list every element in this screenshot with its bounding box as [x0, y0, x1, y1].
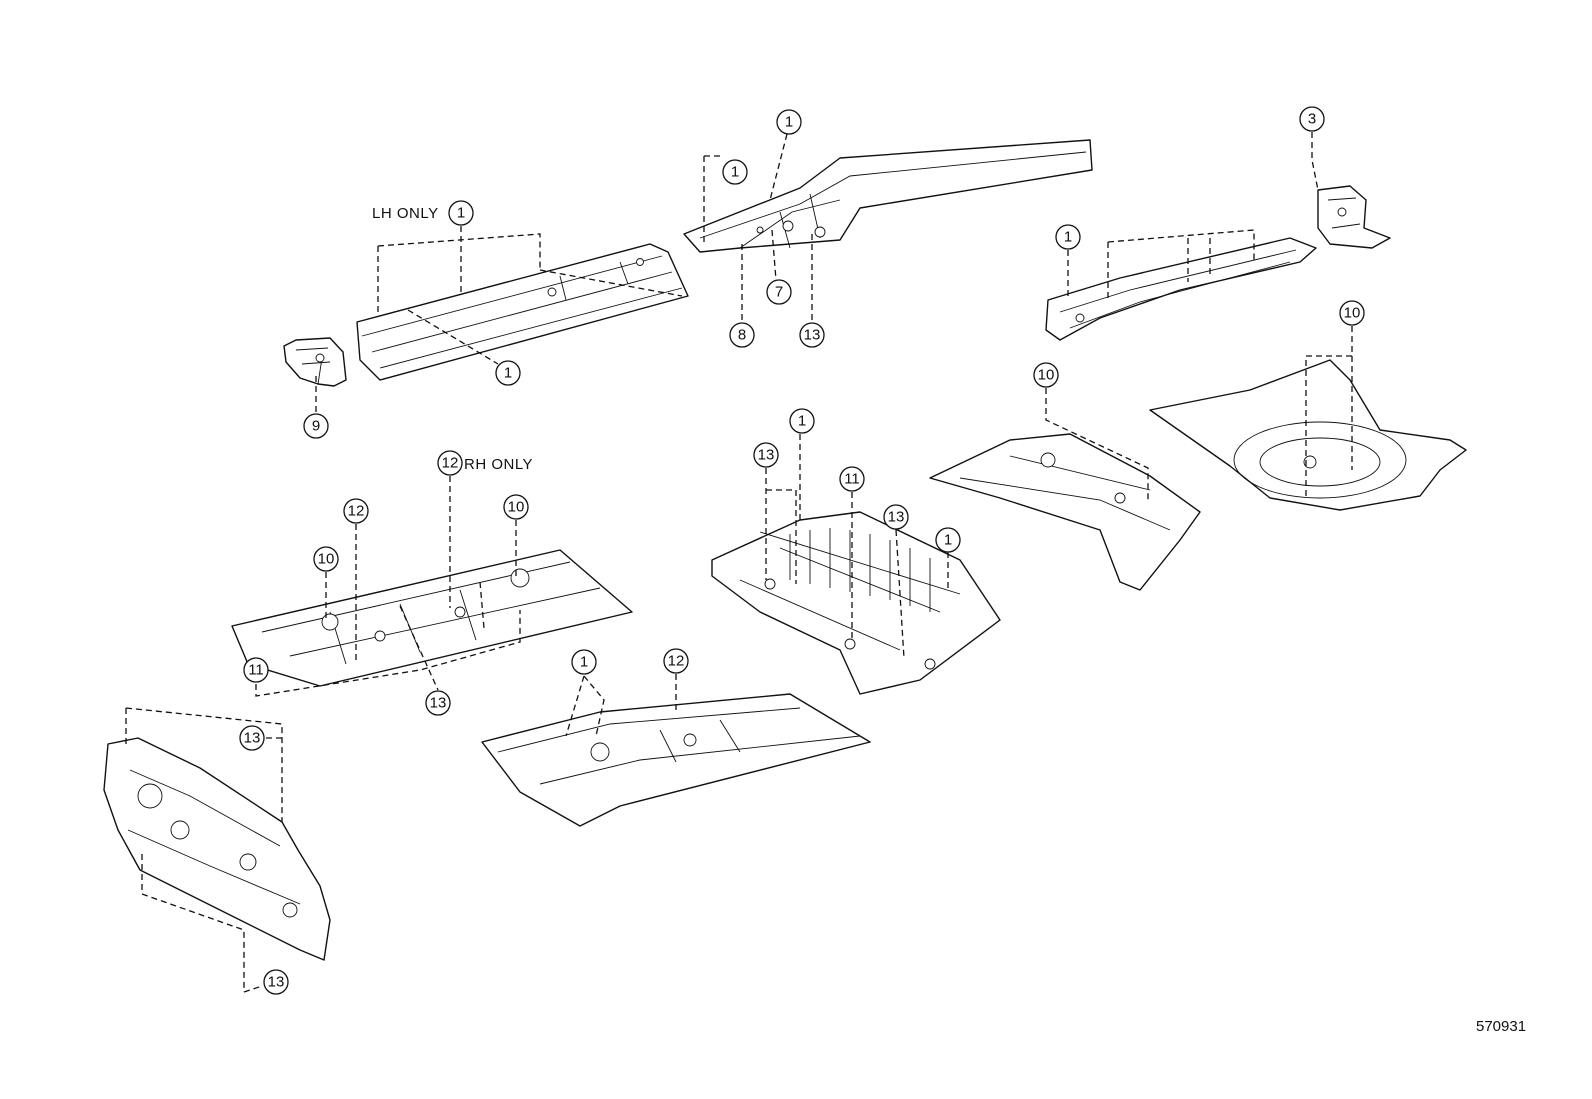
callout-11[interactable]: 11 [243, 657, 269, 683]
callout-1[interactable]: 1 [789, 408, 815, 434]
svg-text:13: 13 [888, 509, 905, 526]
svg-text:1: 1 [504, 365, 512, 382]
callout-12[interactable]: 12 [663, 648, 689, 674]
svg-text:8: 8 [738, 327, 746, 344]
svg-text:12: 12 [442, 455, 459, 472]
svg-text:1: 1 [457, 205, 465, 222]
callout-10[interactable]: 10 [503, 494, 529, 520]
callouts: 1 1 1 1 1 1 1 1 3 7 8 9 10 10 10 10 11 1… [239, 106, 1365, 995]
part-center-floor-tunnel[interactable] [481, 693, 871, 827]
callout-8[interactable]: 8 [729, 322, 755, 348]
svg-text:13: 13 [804, 327, 821, 344]
callout-1[interactable]: 1 [571, 649, 597, 675]
svg-text:12: 12 [668, 653, 685, 670]
callout-12[interactable]: 12 [437, 450, 463, 476]
part-front-floor-pan[interactable] [231, 549, 633, 687]
part-bracket-9[interactable] [283, 337, 347, 387]
svg-text:3: 3 [1308, 111, 1316, 128]
callout-10[interactable]: 10 [1033, 362, 1059, 388]
svg-text:13: 13 [268, 974, 285, 991]
callout-13[interactable]: 13 [753, 442, 779, 468]
svg-text:1: 1 [731, 164, 739, 181]
svg-text:13: 13 [244, 730, 261, 747]
svg-text:7: 7 [775, 284, 783, 301]
callout-1[interactable]: 1 [448, 200, 474, 226]
svg-text:1: 1 [1064, 229, 1072, 246]
callout-1[interactable]: 1 [935, 527, 961, 553]
callout-3[interactable]: 3 [1299, 106, 1325, 132]
callout-11[interactable]: 11 [839, 466, 865, 492]
svg-text:1: 1 [798, 413, 806, 430]
part-floor-side-rail-lh[interactable] [356, 243, 689, 381]
part-front-side-member[interactable] [683, 139, 1093, 253]
svg-text:12: 12 [348, 503, 365, 520]
svg-text:10: 10 [1038, 367, 1055, 384]
callout-10[interactable]: 10 [1339, 300, 1365, 326]
part-bracket-3[interactable] [1317, 185, 1391, 249]
svg-text:13: 13 [430, 695, 447, 712]
svg-text:1: 1 [580, 654, 588, 671]
callout-1[interactable]: 1 [776, 109, 802, 135]
svg-text:10: 10 [318, 551, 335, 568]
part-rear-floor-pan[interactable] [1149, 359, 1467, 511]
part-dash-panel[interactable] [103, 737, 331, 961]
callout-12[interactable]: 12 [343, 498, 369, 524]
svg-text:10: 10 [508, 499, 525, 516]
callout-13[interactable]: 13 [239, 725, 265, 751]
callout-10[interactable]: 10 [313, 546, 339, 572]
part-center-floor-cross-member[interactable] [711, 511, 1001, 695]
leader-lines [125, 132, 1353, 993]
callout-1[interactable]: 1 [722, 159, 748, 185]
reference-number: 570931 [1476, 1018, 1526, 1035]
svg-text:11: 11 [248, 662, 264, 679]
callout-1[interactable]: 1 [1055, 224, 1081, 250]
svg-text:10: 10 [1344, 305, 1361, 322]
callout-9[interactable]: 9 [303, 413, 329, 439]
note-rh-only: RH ONLY [464, 456, 533, 473]
part-rear-floor-side[interactable] [929, 433, 1201, 591]
svg-text:1: 1 [944, 532, 952, 549]
callout-7[interactable]: 7 [766, 279, 792, 305]
callout-1[interactable]: 1 [495, 360, 521, 386]
svg-text:1: 1 [785, 114, 793, 131]
part-rear-side-member[interactable] [1045, 237, 1317, 341]
note-lh-only: LH ONLY [372, 205, 439, 222]
svg-text:9: 9 [312, 418, 320, 435]
callout-13[interactable]: 13 [425, 690, 451, 716]
callout-13-extra[interactable]: 13 [263, 969, 289, 995]
svg-text:13: 13 [758, 447, 775, 464]
svg-text:11: 11 [844, 471, 860, 488]
callout-13[interactable]: 13 [799, 322, 825, 348]
callout-13[interactable]: 13 [883, 504, 909, 530]
